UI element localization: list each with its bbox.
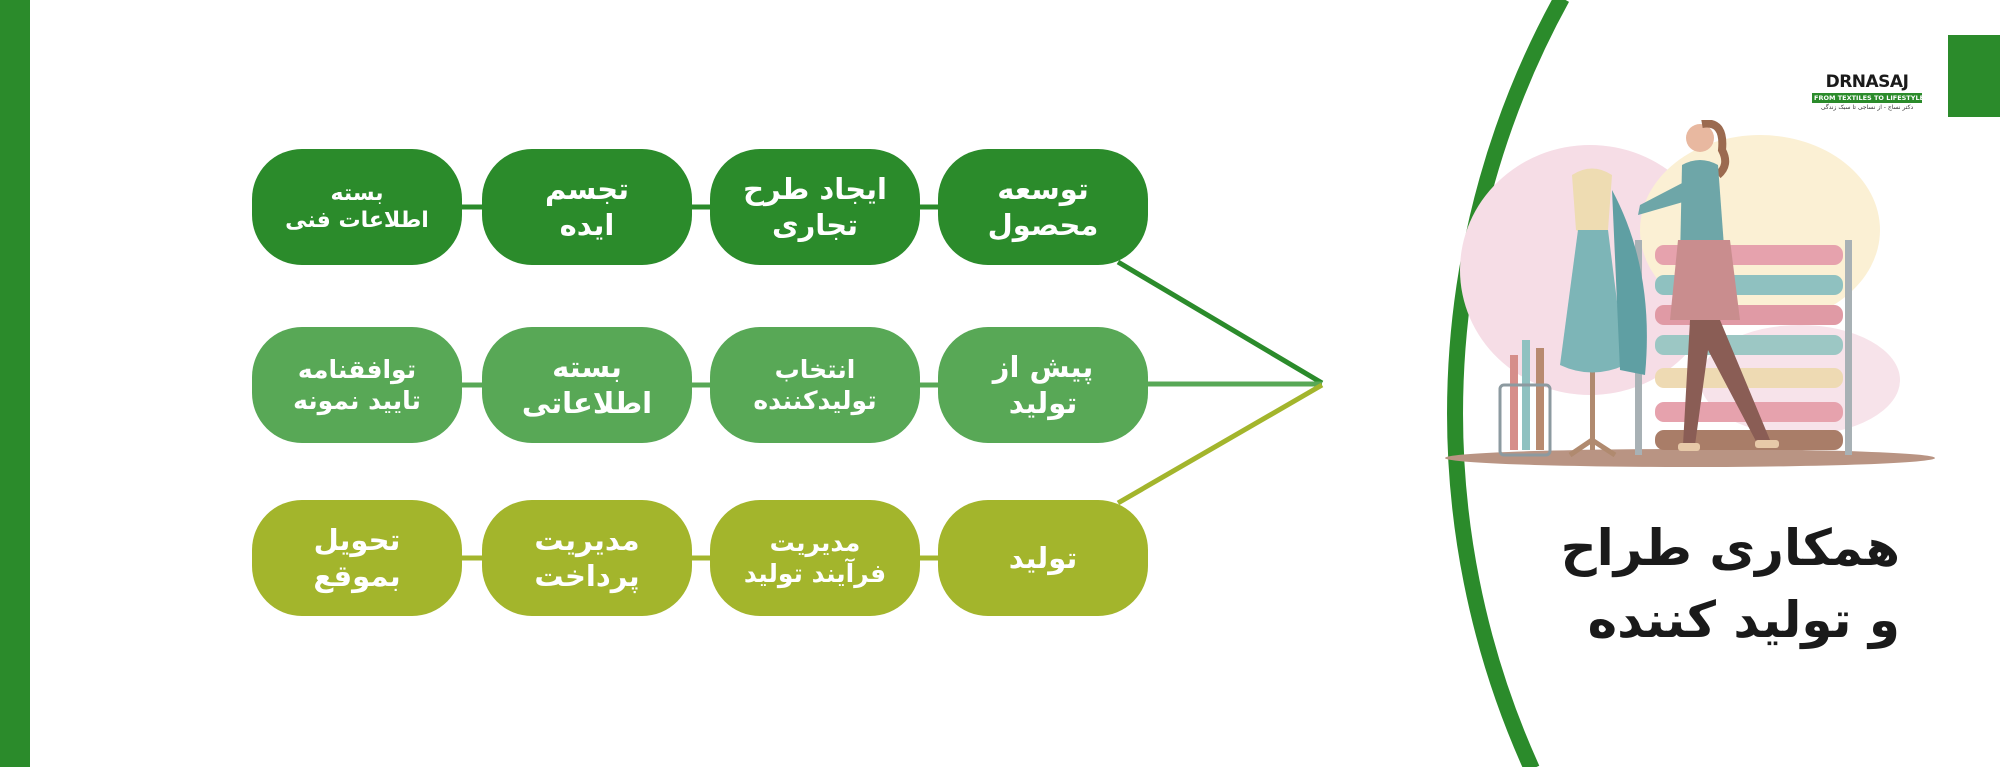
brand-name: DRNASAJ (1825, 72, 1909, 92)
step-payment-management: مدیریت پرداخت (482, 500, 692, 616)
step-label-line1: تحویل (313, 522, 401, 557)
right-accent-tab (1948, 35, 2000, 117)
step-label-line2: تولیدکننده (753, 386, 877, 415)
step-label-line1: تجسم (544, 171, 630, 206)
step-label-line1: توسعه (997, 171, 1089, 206)
step-label-line1: مدیریت (534, 522, 640, 557)
step-label-line1: انتخاب (774, 354, 856, 384)
step-manufacturer-selection: انتخاب تولیدکننده (710, 327, 920, 443)
step-label-line1: تولید (1008, 540, 1078, 575)
step-tech-pack: بسته اطلاعات فنی (252, 149, 462, 265)
step-production-process-management: مدیریت فرآیند تولید (710, 500, 920, 616)
step-label-line2: پرداخت (534, 559, 640, 593)
brand-subtitle: دکتر نساج - از نساجی تا سبک زندگی (1820, 104, 1914, 111)
fashion-designer-illustration-icon (1445, 120, 1935, 467)
step-label-line2: محصول (987, 208, 1099, 242)
step-label-line1: بسته (552, 349, 622, 384)
step-label-line2: ایده (559, 208, 615, 242)
step-label-line2: اطلاعاتی (521, 386, 653, 420)
step-label-line1: پیش از (992, 349, 1094, 384)
step-pre-production: پیش از تولید (938, 327, 1148, 443)
brand-tagline: FROM TEXTILES TO LIFESTYLE (1812, 93, 1925, 103)
step-label-line2: بموقع (313, 559, 401, 593)
step-product-development: توسعه محصول (938, 149, 1148, 265)
step-label-line1: ایجاد طرح (743, 171, 887, 206)
title-line2: و تولید کننده (1587, 591, 1900, 649)
step-on-time-delivery: تحویل بموقع (252, 500, 462, 616)
step-production: تولید (938, 500, 1148, 616)
brand-logo: DRNASAJ FROM TEXTILES TO LIFESTYLE دکتر … (1812, 72, 1925, 111)
title-line1: همکاری طراح (1560, 519, 1900, 577)
step-label-line2: تجاری (772, 208, 858, 242)
page-title: همکاری طراح و تولید کننده (1480, 512, 1900, 656)
step-info-package: بسته اطلاعاتی (482, 327, 692, 443)
step-label-line1: بسته (330, 180, 384, 206)
step-label-line2: اطلاعات فنی (285, 208, 429, 233)
step-label-line2: تایید نمونه (293, 386, 421, 415)
step-label-line2: تولید (1008, 386, 1078, 420)
step-label-line1: توافقنامه (297, 354, 417, 384)
connector-row1 (1116, 259, 1324, 386)
connector-row3 (1116, 382, 1324, 506)
decorative-arc (1447, 0, 1570, 767)
left-accent-bar (0, 0, 30, 767)
step-commercial-design: ایجاد طرح تجاری (710, 149, 920, 265)
step-label-line1: مدیریت (769, 527, 861, 557)
step-label-line2: فرآیند تولید (743, 559, 887, 588)
step-idea-visualization: تجسم ایده (482, 149, 692, 265)
step-sample-approval: توافقنامه تایید نمونه (252, 327, 462, 443)
